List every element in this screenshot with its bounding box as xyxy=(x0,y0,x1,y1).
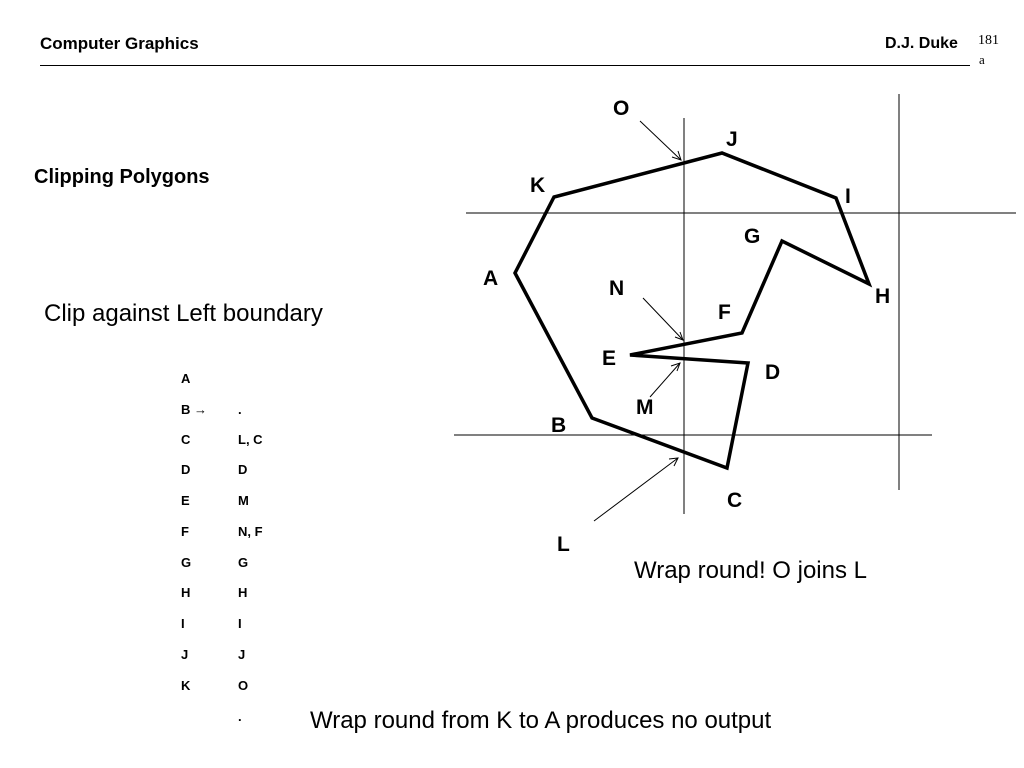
page-number: 181 xyxy=(978,33,999,48)
table-output-cell: O xyxy=(238,678,249,693)
table-output-cell: . xyxy=(238,402,242,417)
vertex-label-g: G xyxy=(744,225,760,248)
table-input-cell: A xyxy=(181,371,191,386)
table-input-cell: H xyxy=(181,585,191,600)
header-divider xyxy=(40,65,970,66)
arrow-n-head xyxy=(674,331,684,341)
table-input-cell: I xyxy=(181,616,185,631)
vertex-label-a: A xyxy=(483,267,498,290)
table-input-cell: K xyxy=(181,678,191,693)
table-output-cell: N, F xyxy=(238,524,263,539)
arrow-l-head xyxy=(668,457,679,467)
table-output-cell: G xyxy=(238,555,249,570)
table-output-cell: H xyxy=(238,585,248,600)
table-output-cell: I xyxy=(238,616,242,631)
intersection-label-l: L xyxy=(557,533,570,556)
arrow-n xyxy=(642,297,684,341)
page-suffix: a xyxy=(979,52,985,67)
table-output-cell: M xyxy=(238,493,249,508)
table-input-cell: E xyxy=(181,493,190,508)
table-input-cell: B → xyxy=(181,402,207,417)
author-name: D.J. Duke xyxy=(885,35,958,52)
vertex-label-h: H xyxy=(875,285,890,308)
slide-title: Clipping Polygons xyxy=(34,166,210,188)
vertex-label-f: F xyxy=(718,301,731,324)
vertex-label-i: I xyxy=(845,185,851,208)
vertex-label-e: E xyxy=(602,347,616,370)
intersection-arrows xyxy=(593,120,684,522)
wrap-round-note: Wrap round! O joins L xyxy=(634,557,868,584)
bottom-note: Wrap round from K to A produces no outpu… xyxy=(310,707,772,734)
vertex-label-j: J xyxy=(726,128,738,151)
table-input-cell: G xyxy=(181,555,192,570)
vertex-label-k: K xyxy=(530,174,545,197)
course-title: Computer Graphics xyxy=(40,34,199,53)
table-input-cell: F xyxy=(181,524,189,539)
table-input-cell: J xyxy=(181,647,189,662)
table-output-cell: J xyxy=(238,647,246,662)
intersection-label-n: N xyxy=(609,277,624,300)
arrow-l xyxy=(593,457,679,522)
slide-subtitle: Clip against Left boundary xyxy=(44,300,323,327)
clipped-polygon xyxy=(513,151,873,471)
vertex-label-d: D xyxy=(765,361,780,384)
table-output-cell: D xyxy=(238,462,248,477)
intersection-label-m: M xyxy=(636,396,654,419)
table-input-cell: C xyxy=(181,432,191,447)
vertex-label-c: C xyxy=(727,489,742,512)
vertex-label-b: B xyxy=(551,414,566,437)
table-output-cell: L, C xyxy=(238,432,263,447)
table-input-cell: D xyxy=(181,462,191,477)
arrow-m-head xyxy=(670,362,681,372)
intersection-label-o: O xyxy=(613,97,629,120)
arrow-o xyxy=(639,120,682,161)
table-output-cell: . xyxy=(238,709,242,724)
arrow-o-head xyxy=(671,150,682,161)
arrow-m xyxy=(649,362,681,398)
